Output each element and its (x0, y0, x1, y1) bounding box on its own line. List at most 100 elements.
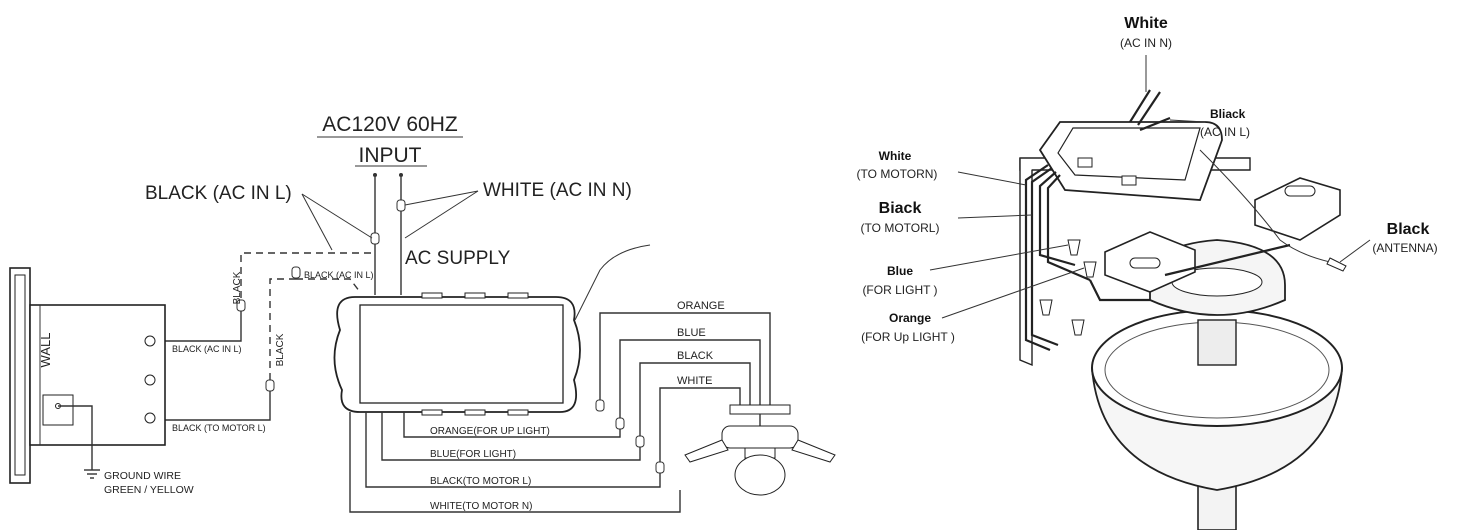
label-blue-light-sub: (FOR LIGHT ) (862, 283, 937, 297)
label-black-ac-in-l: BLACK (AC IN L) (145, 183, 292, 204)
fan-nut-white (655, 461, 665, 474)
fan-nut-orange (595, 399, 605, 412)
supply-terminal-n (399, 173, 403, 177)
label-switch-black-ac-in-l: BLACK (AC IN L) (172, 344, 242, 354)
leader-antenna (1339, 239, 1371, 263)
leader-orange (941, 267, 1085, 319)
ground-wire (58, 405, 93, 470)
label-ground-wire: GROUND WIRE (104, 470, 181, 482)
iso-wire-bundle-1 (1024, 164, 1051, 352)
iso-nut-2 (1083, 261, 1097, 278)
wire-black-motor (365, 412, 661, 488)
label-out-black: BLACK(TO MOTOR L) (430, 476, 531, 487)
fan-light-globe (734, 454, 786, 496)
receiver-iso-port-1 (1077, 157, 1093, 168)
left-schematic: AC120V 60HZ INPUT BLACK (AC IN L) WHITE … (9, 113, 836, 513)
label-antenna-sub: (ANTENNA) (1372, 241, 1437, 255)
receiver-tab-3 (507, 292, 529, 299)
label-ground-color: GREEN / YELLOW (104, 484, 194, 496)
label-out-white: WHITE(TO MOTOR N) (430, 501, 532, 512)
iso-wire-antenna (1199, 149, 1331, 263)
fan-canopy-plate (729, 404, 791, 415)
label-black-ac-in-l-iso: Bliack (1210, 107, 1246, 121)
wire-nut-switch-2 (265, 379, 275, 392)
wire-switch-load (164, 391, 271, 421)
leader-white-2 (404, 190, 479, 239)
wire-white-motor (349, 412, 681, 513)
iso-wire-across (1164, 243, 1291, 277)
dashed-wire-to-receiver (296, 278, 361, 293)
wall-plate (9, 267, 31, 484)
label-black-vertical-2: BLACK (275, 333, 286, 366)
ground-screw-plate (42, 394, 74, 426)
leader-white-motor (957, 171, 1027, 186)
receiver-iso-face (1057, 127, 1201, 181)
label-ac-supply: AC SUPPLY (405, 248, 511, 269)
label-black-ac-in-l-iso-sub: (AC IN L) (1200, 125, 1250, 139)
wire-nut-n (396, 199, 406, 212)
iso-wire-blue (1038, 171, 1076, 267)
label-out-orange: ORANGE(FOR UP LIGHT) (430, 426, 550, 437)
label-black-vertical-1: BLACK (232, 271, 243, 304)
antenna-wire (574, 244, 651, 321)
fan-motor-housing (721, 425, 799, 449)
receiver-iso-port-2 (1121, 175, 1137, 186)
dashed-wire-switch-return (269, 278, 296, 380)
input-title-line2: INPUT (359, 144, 422, 167)
switch-terminal-3 (144, 412, 156, 424)
switch-box (29, 304, 166, 446)
fan-wire-blue (619, 339, 761, 420)
label-white-to-motor-sub: (TO MOTORN) (857, 167, 938, 181)
leader-black-top (1169, 119, 1206, 123)
label-black-to-motor-sub: (TO MOTORL) (861, 221, 940, 235)
leader-white-1 (404, 190, 479, 206)
leader-black-motor (957, 214, 1033, 219)
label-white-to-motor: White (879, 149, 912, 163)
fan-wire-orange (599, 312, 771, 405)
label-switch-black-to-motor-l: BLACK (TO MOTOR L) (172, 423, 266, 433)
leader-black-2 (301, 193, 333, 251)
supply-terminal-l (373, 173, 377, 177)
label-wall: WALL (38, 333, 53, 368)
leader-blue (929, 244, 1069, 271)
iso-wire-orange-2 (1089, 279, 1150, 302)
iso-nut-4 (1071, 319, 1085, 336)
iso-wire-white-in (1129, 89, 1151, 123)
receiver-tab-6 (507, 409, 529, 416)
receiver-tab-1 (421, 292, 443, 299)
label-orange-up-light-sub: (FOR Up LIGHT ) (861, 330, 955, 344)
fan-nut-black (635, 435, 645, 448)
label-out-blue: BLUE(FOR LIGHT) (430, 449, 516, 460)
receiver-tab-5 (464, 409, 486, 416)
right-isometric: White (AC IN N) Bliack (AC IN L) White (… (857, 15, 1438, 530)
label-black-to-motor: Biack (879, 200, 922, 217)
wire-nut-l (370, 232, 380, 245)
label-black-ac-in-l-small: BLACK (AC IN L) (304, 270, 374, 280)
fan-blade-left (684, 439, 729, 463)
connector-plate-slot (1129, 257, 1161, 269)
iso-wire-white-in-2 (1137, 91, 1161, 126)
iso-wire-bundle-2 (1030, 167, 1059, 347)
label-white-ac-in-n-iso-sub: (AC IN N) (1120, 36, 1172, 50)
fan-blade-right (791, 439, 836, 463)
receiver-module-face (359, 304, 564, 404)
antenna-tip (1326, 257, 1347, 272)
label-wire-white: WHITE (677, 375, 712, 387)
label-orange-up-light: Orange (889, 311, 931, 325)
label-white-ac-in-n-iso: White (1124, 15, 1168, 32)
label-blue-light: Blue (887, 264, 913, 278)
label-wire-black: BLACK (677, 350, 714, 362)
receiver-iso (1038, 121, 1223, 201)
receiver-tab-4 (421, 409, 443, 416)
input-title-line1: AC120V 60HZ (322, 113, 458, 136)
label-white-ac-in-n: WHITE (AC IN N) (483, 180, 632, 201)
leader-black-1 (301, 193, 373, 239)
dashed-wire-line-to-switch (240, 252, 371, 302)
switch-terminal-1 (144, 335, 156, 347)
iso-nut-1 (1067, 239, 1081, 256)
bracket-ear (1254, 177, 1341, 241)
fan-wire-white (659, 387, 741, 470)
wire-nut-receiver-in (291, 266, 301, 279)
